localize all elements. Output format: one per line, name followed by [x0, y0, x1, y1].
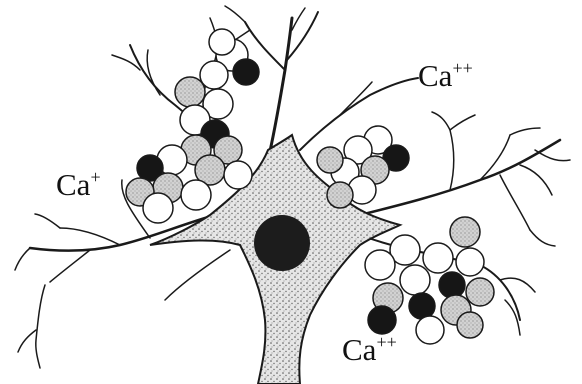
- ca-label-bottom-right: Ca++: [342, 332, 397, 367]
- nucleus: [254, 215, 310, 271]
- sphere-cluster-upper-right: [317, 126, 409, 208]
- ca-label-top-right: Ca++: [418, 58, 473, 93]
- ca-label-left: Ca+: [56, 167, 101, 202]
- sphere-cluster-lower-right: [365, 217, 494, 344]
